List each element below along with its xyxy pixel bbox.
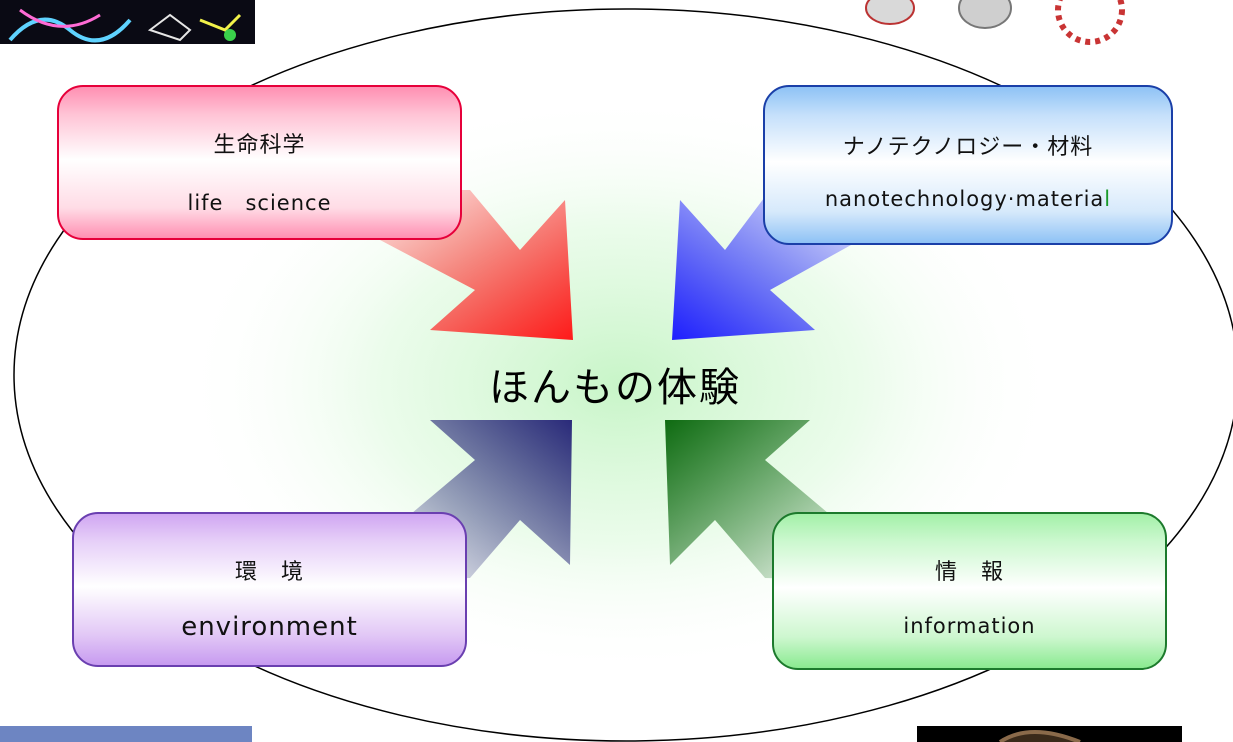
box-nano-en-last: l xyxy=(1104,187,1112,211)
outer-ellipse xyxy=(13,8,1233,742)
box-nano-en: nanotechnology·material xyxy=(765,187,1171,211)
corner-image-bottom-left xyxy=(0,726,252,742)
box-info-jp: 情 報 xyxy=(934,560,1004,585)
box-nanotechnology: ナノテクノロジー・材料 nanotechnology·material xyxy=(763,85,1173,245)
corner-image-top-right xyxy=(865,0,1125,45)
box-environment: 環 境 environment xyxy=(72,512,467,667)
corner-image-top-left xyxy=(0,0,255,44)
box-env-en: environment xyxy=(181,612,358,642)
box-nano-en-main: nanotechnology·materia xyxy=(824,187,1105,211)
box-info-en: information xyxy=(903,614,1036,638)
box-nano-jp: ナノテクノロジー・材料 xyxy=(842,135,1094,160)
corner-image-bottom-right xyxy=(917,726,1182,742)
box-life-science: 生命科学 life science xyxy=(57,85,462,240)
center-label: ほんもの体験 xyxy=(489,365,741,411)
box-life-jp: 生命科学 xyxy=(213,133,306,158)
box-env-jp: 環 境 xyxy=(234,560,304,585)
box-life-en: life science xyxy=(187,191,332,215)
box-information: 情 報 information xyxy=(772,512,1167,670)
